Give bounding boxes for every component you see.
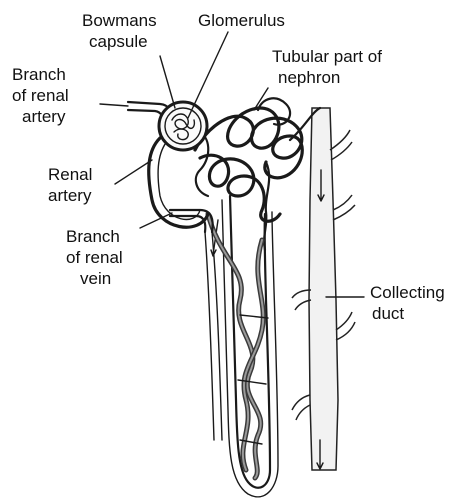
leader-bowmans-capsule (160, 56, 175, 108)
leader-renal-artery (115, 160, 152, 184)
label-collecting-duct: Collecting duct (370, 283, 449, 323)
label-branch-renal-vein: Branch of renal vein (66, 227, 127, 288)
label-branch-renal-artery: Branch of renal artery (12, 65, 73, 126)
renal-vessels (128, 102, 222, 440)
leader-glomerulus (188, 32, 228, 118)
label-renal-artery: Renal artery (48, 165, 97, 205)
label-glomerulus: Glomerulus (198, 11, 285, 30)
bowmans-capsule (159, 102, 207, 150)
leader-branch-renal-artery (100, 104, 128, 106)
collecting-duct (292, 108, 355, 470)
label-tubular-part: Tubular part of nephron (272, 47, 387, 87)
label-bowmans-capsule: Bowmans capsule (82, 11, 161, 51)
